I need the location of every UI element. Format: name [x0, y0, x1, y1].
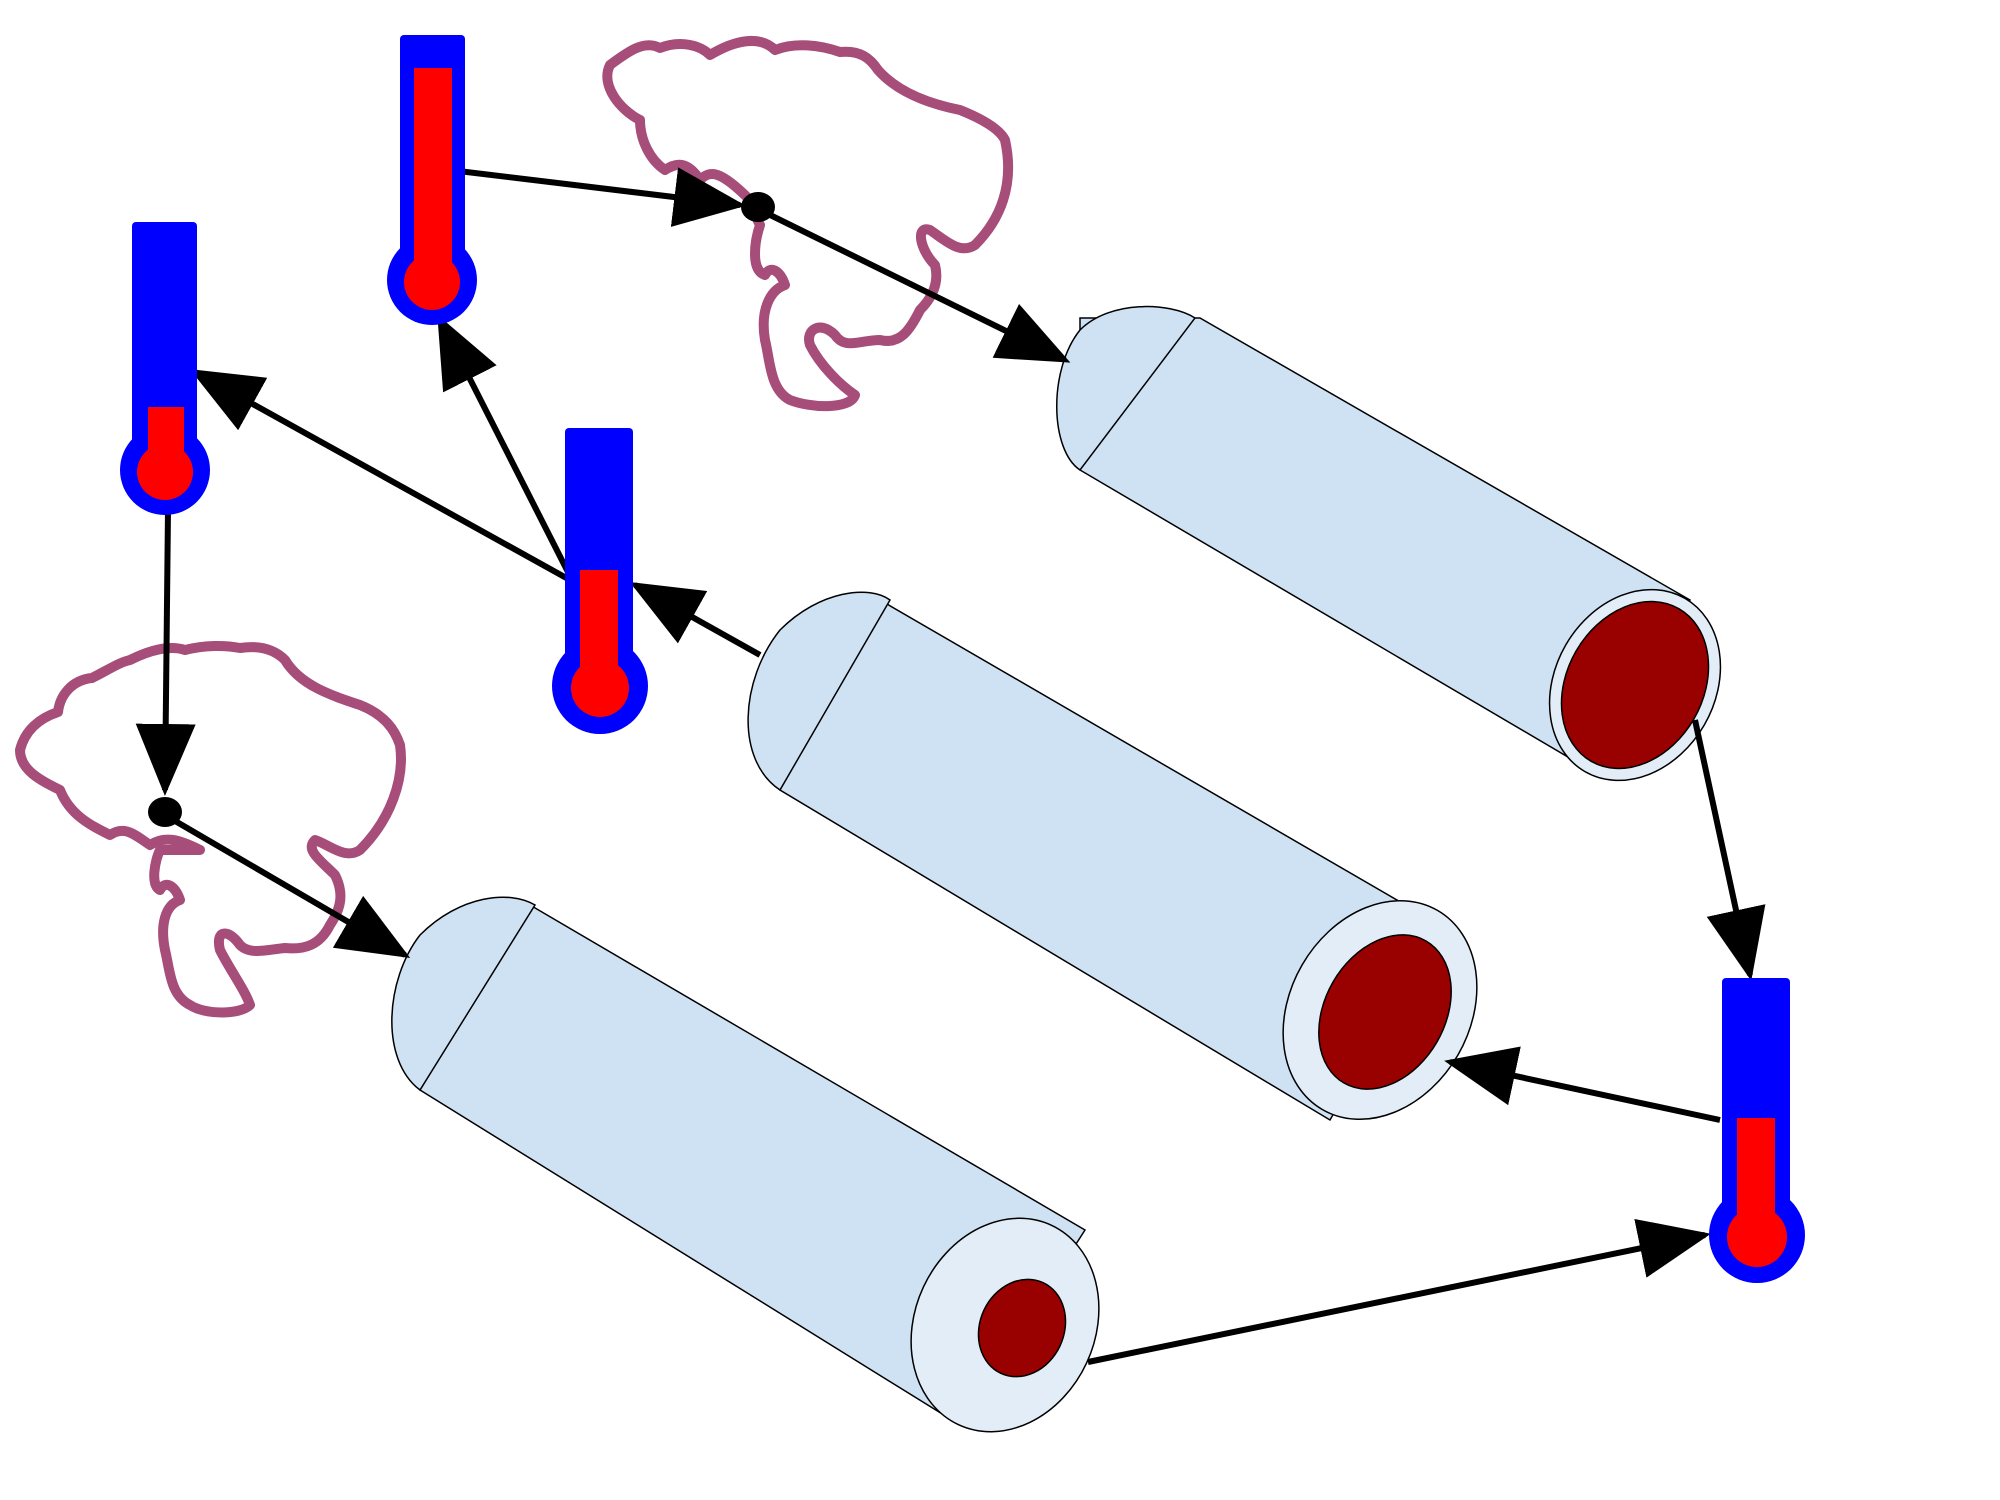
arrow-tube-bottom-to-thermometer-right — [1087, 1218, 1711, 1365]
thermometer-middle — [552, 428, 648, 734]
cloud-top-node — [741, 192, 775, 222]
arrow-cloud-top-to-tube-top — [758, 207, 1071, 363]
arrow-thermometer-middle-to-thermometer-top — [437, 314, 575, 582]
thermometer-top-fluid — [414, 68, 452, 280]
arrow-thermometer-top-to-cloud-top — [449, 167, 746, 227]
tube-bottom — [391, 896, 1100, 1433]
arrow-thermometer-middle-to-thermometer-upper-left — [189, 369, 572, 583]
thermometer-upper-left — [120, 222, 210, 515]
cloud-icon — [15, 640, 406, 1018]
tube-middle — [747, 591, 1478, 1122]
arrow-thermometer-right-to-tube-middle — [1444, 1046, 1721, 1123]
arrow-tube-top-to-thermometer-right — [1692, 719, 1766, 981]
arrow-cloud-left-to-tube-bottom — [168, 815, 411, 959]
arrow-thermometer-upper-left-to-cloud-left — [135, 509, 196, 796]
thermometer-right — [1709, 978, 1805, 1283]
cloud-left-node — [148, 797, 182, 827]
tube-middle-core — [1318, 934, 1452, 1090]
tube-top — [1056, 305, 1722, 782]
tube-bottom-core — [977, 1278, 1067, 1378]
cloud-icon — [602, 35, 1014, 412]
thermometer-top — [387, 35, 477, 325]
arrow-tube-middle-to-thermometer-middle — [629, 582, 762, 658]
tube-top-core — [1560, 600, 1710, 770]
